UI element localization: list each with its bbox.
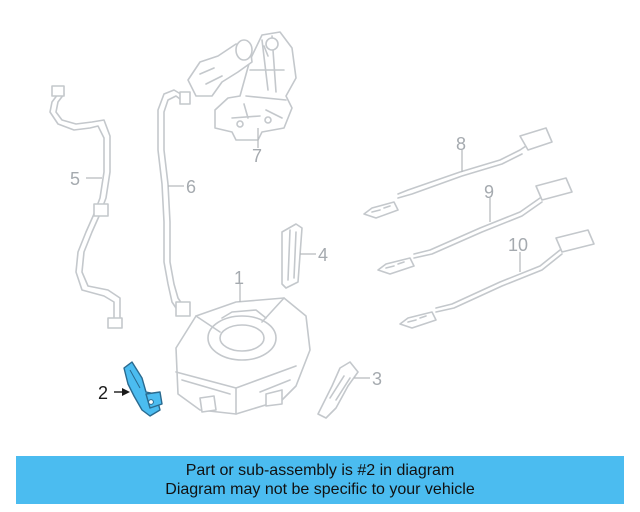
banner-line-part: Part or sub-assembly is #2 in diagram	[185, 462, 455, 479]
part-3-bracket[interactable]	[317, 361, 359, 419]
callout-2: 2	[98, 383, 108, 403]
info-banner: Part or sub-assembly is #2 in diagram Di…	[16, 456, 624, 504]
callout-4: 4	[318, 245, 328, 265]
callout-1: 1	[234, 268, 244, 288]
part-10-sensor[interactable]	[399, 229, 595, 329]
callout-10: 10	[508, 235, 528, 255]
leader-2-arrowhead	[122, 388, 130, 396]
part-4-bracket[interactable]	[281, 223, 303, 289]
part-6-hose[interactable]	[157, 89, 191, 317]
callout-6: 6	[186, 177, 196, 197]
part-9-sensor[interactable]	[377, 177, 573, 275]
part-7-valve-bracket[interactable]	[187, 31, 297, 141]
part-1-canister[interactable]	[175, 297, 311, 415]
callout-3: 3	[372, 369, 382, 389]
callout-7: 7	[252, 146, 262, 166]
part-5-hose[interactable]	[49, 85, 123, 329]
parts-diagram: 7 5 6 8 9	[49, 31, 595, 419]
part-2-bracket-highlighted[interactable]	[123, 361, 163, 417]
part-8-sensor[interactable]	[363, 127, 553, 219]
callout-5: 5	[70, 169, 80, 189]
banner-line-disclaimer: Diagram may not be specific to your vehi…	[165, 481, 475, 498]
callout-8: 8	[456, 134, 466, 154]
callout-9: 9	[484, 182, 494, 202]
